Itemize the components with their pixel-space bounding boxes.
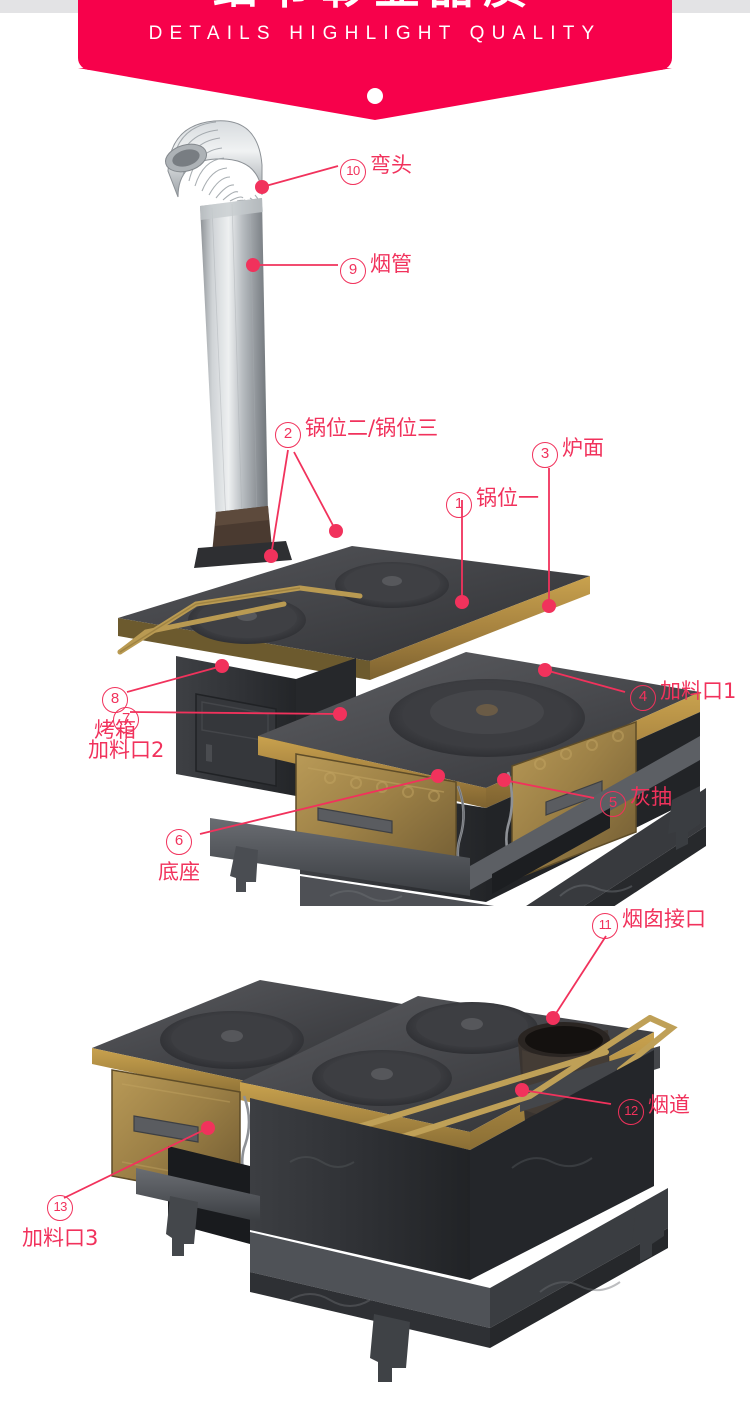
callout-label: 底座 xyxy=(158,860,200,884)
callout-6-base: 6 底座 xyxy=(158,820,200,887)
callout-label: 加料口3 xyxy=(22,1226,99,1250)
callout-number: 4 xyxy=(630,685,656,711)
callout-number: 12 xyxy=(618,1099,644,1125)
callout-number: 1 xyxy=(446,492,472,518)
callout-label: 弯头 xyxy=(370,153,412,177)
callout-label: 烟道 xyxy=(648,1093,690,1117)
banner-subtitle-en: DETAILS HIGHLIGHT QUALITY xyxy=(148,23,602,44)
callout-label: 灰抽 xyxy=(630,785,672,809)
callout-number: 7 xyxy=(113,707,140,733)
callout-13-feed-port-3: 13 加料口3 xyxy=(22,1186,98,1253)
callout-label: 烟囱接口 xyxy=(622,907,706,931)
callout-number: 9 xyxy=(340,258,366,284)
callout-number: 6 xyxy=(166,829,192,855)
callout-label: 加料口1 xyxy=(660,679,737,703)
callout-label: 烟管 xyxy=(370,252,412,276)
callout-label: 锅位二/锅位三 xyxy=(305,416,439,440)
callout-7-feed-port-2: 7 加料口2 xyxy=(88,698,164,765)
header-banner xyxy=(78,0,672,70)
callout-number: 13 xyxy=(47,1195,74,1221)
callout-label: 加料口2 xyxy=(88,738,165,762)
callout-number: 10 xyxy=(340,159,366,185)
callout-number: 11 xyxy=(592,913,618,939)
callout-label: 锅位一 xyxy=(476,486,539,510)
banner-dot xyxy=(367,88,383,104)
banner-title-cn: 细节彰显品质 xyxy=(78,0,672,12)
callout-label: 炉面 xyxy=(562,436,604,460)
callout-number: 2 xyxy=(275,422,301,448)
stove-rear-view-figure xyxy=(0,900,750,1410)
callout-number: 5 xyxy=(600,791,626,817)
stove-front-view-figure xyxy=(0,96,750,906)
callout-number: 3 xyxy=(532,442,558,468)
